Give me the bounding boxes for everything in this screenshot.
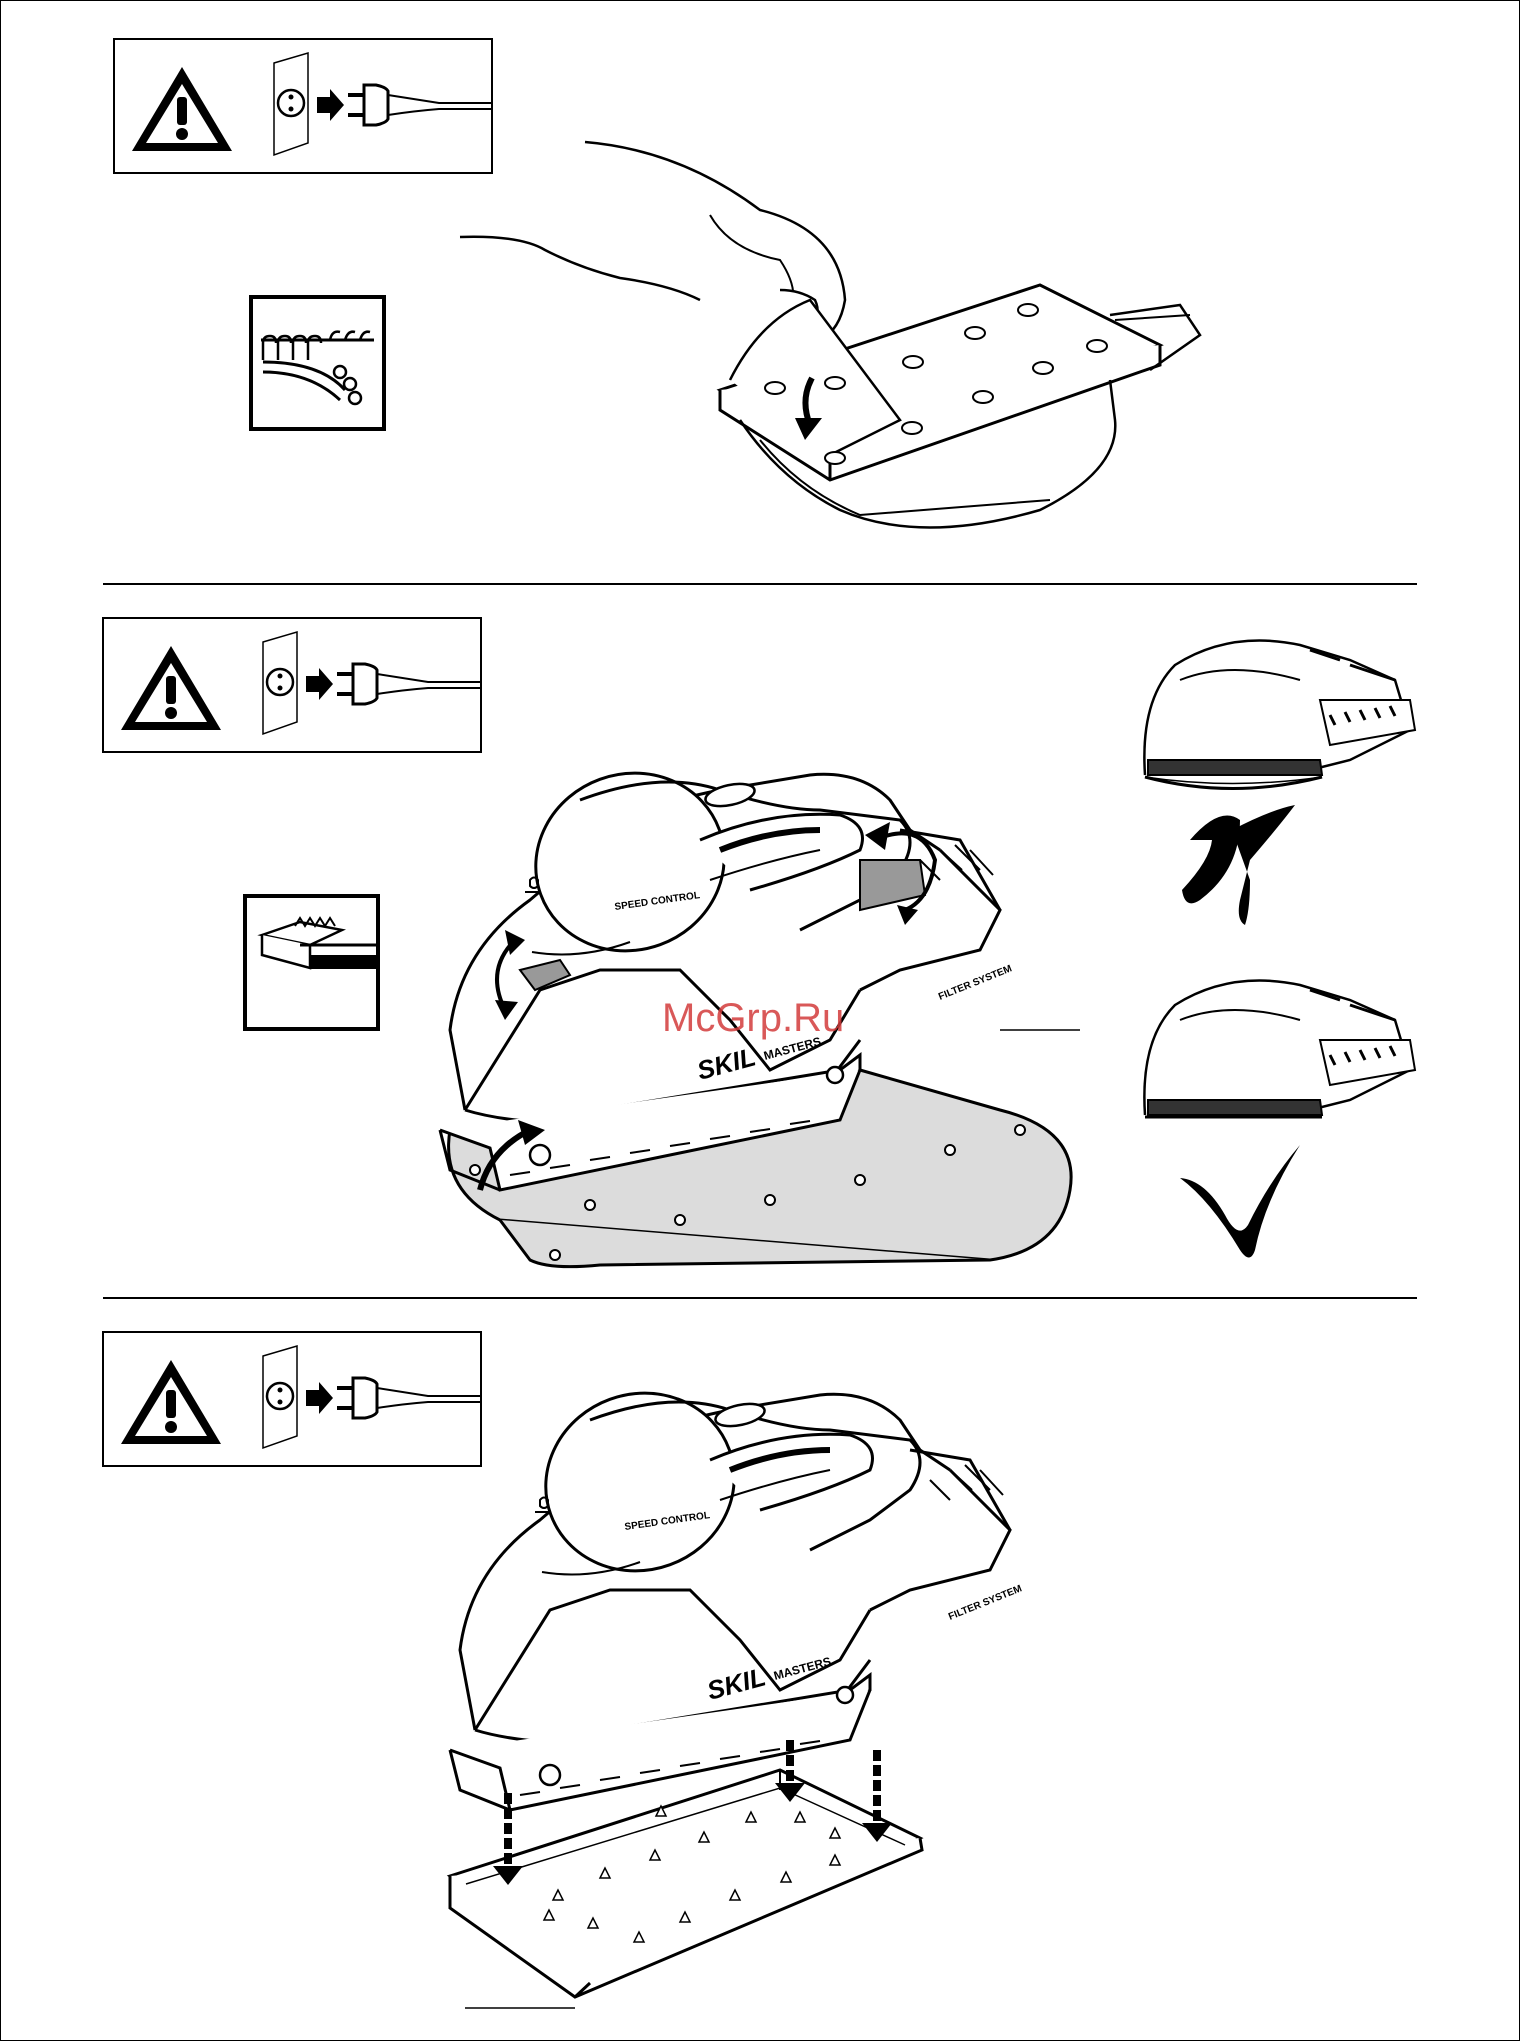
correct-fit-illustration xyxy=(1144,981,1415,1258)
filter-system-label: FILTER SYSTEM xyxy=(937,963,1014,1002)
watermark: McGrp.Ru xyxy=(662,996,844,1041)
panel-3: SPEED CONTROL SKIL MASTERS FILTER SYSTEM xyxy=(103,1332,1024,2008)
panel-2: SPEED CONTROL SKIL MASTERS FILTER SYSTEM xyxy=(103,618,1415,1267)
unplug-warning-box xyxy=(103,618,481,752)
velcro-icon xyxy=(251,297,384,429)
unplug-warning-box xyxy=(114,39,492,173)
sander-above-punch-plate: SPEED CONTROL SKIL MASTERS FILTER SYSTEM xyxy=(450,1367,1024,1810)
brand-label: SKIL xyxy=(694,1041,759,1085)
filter-system-label: FILTER SYSTEM xyxy=(947,1583,1024,1622)
unplug-warning-box xyxy=(103,1332,481,1466)
brand-label: SKIL xyxy=(704,1661,769,1705)
incorrect-fit-illustration xyxy=(1144,641,1415,926)
panel-1 xyxy=(114,39,1200,528)
hand-attaching-sanding-sheet xyxy=(460,142,1200,528)
clamp-lever-icon xyxy=(245,896,378,1029)
